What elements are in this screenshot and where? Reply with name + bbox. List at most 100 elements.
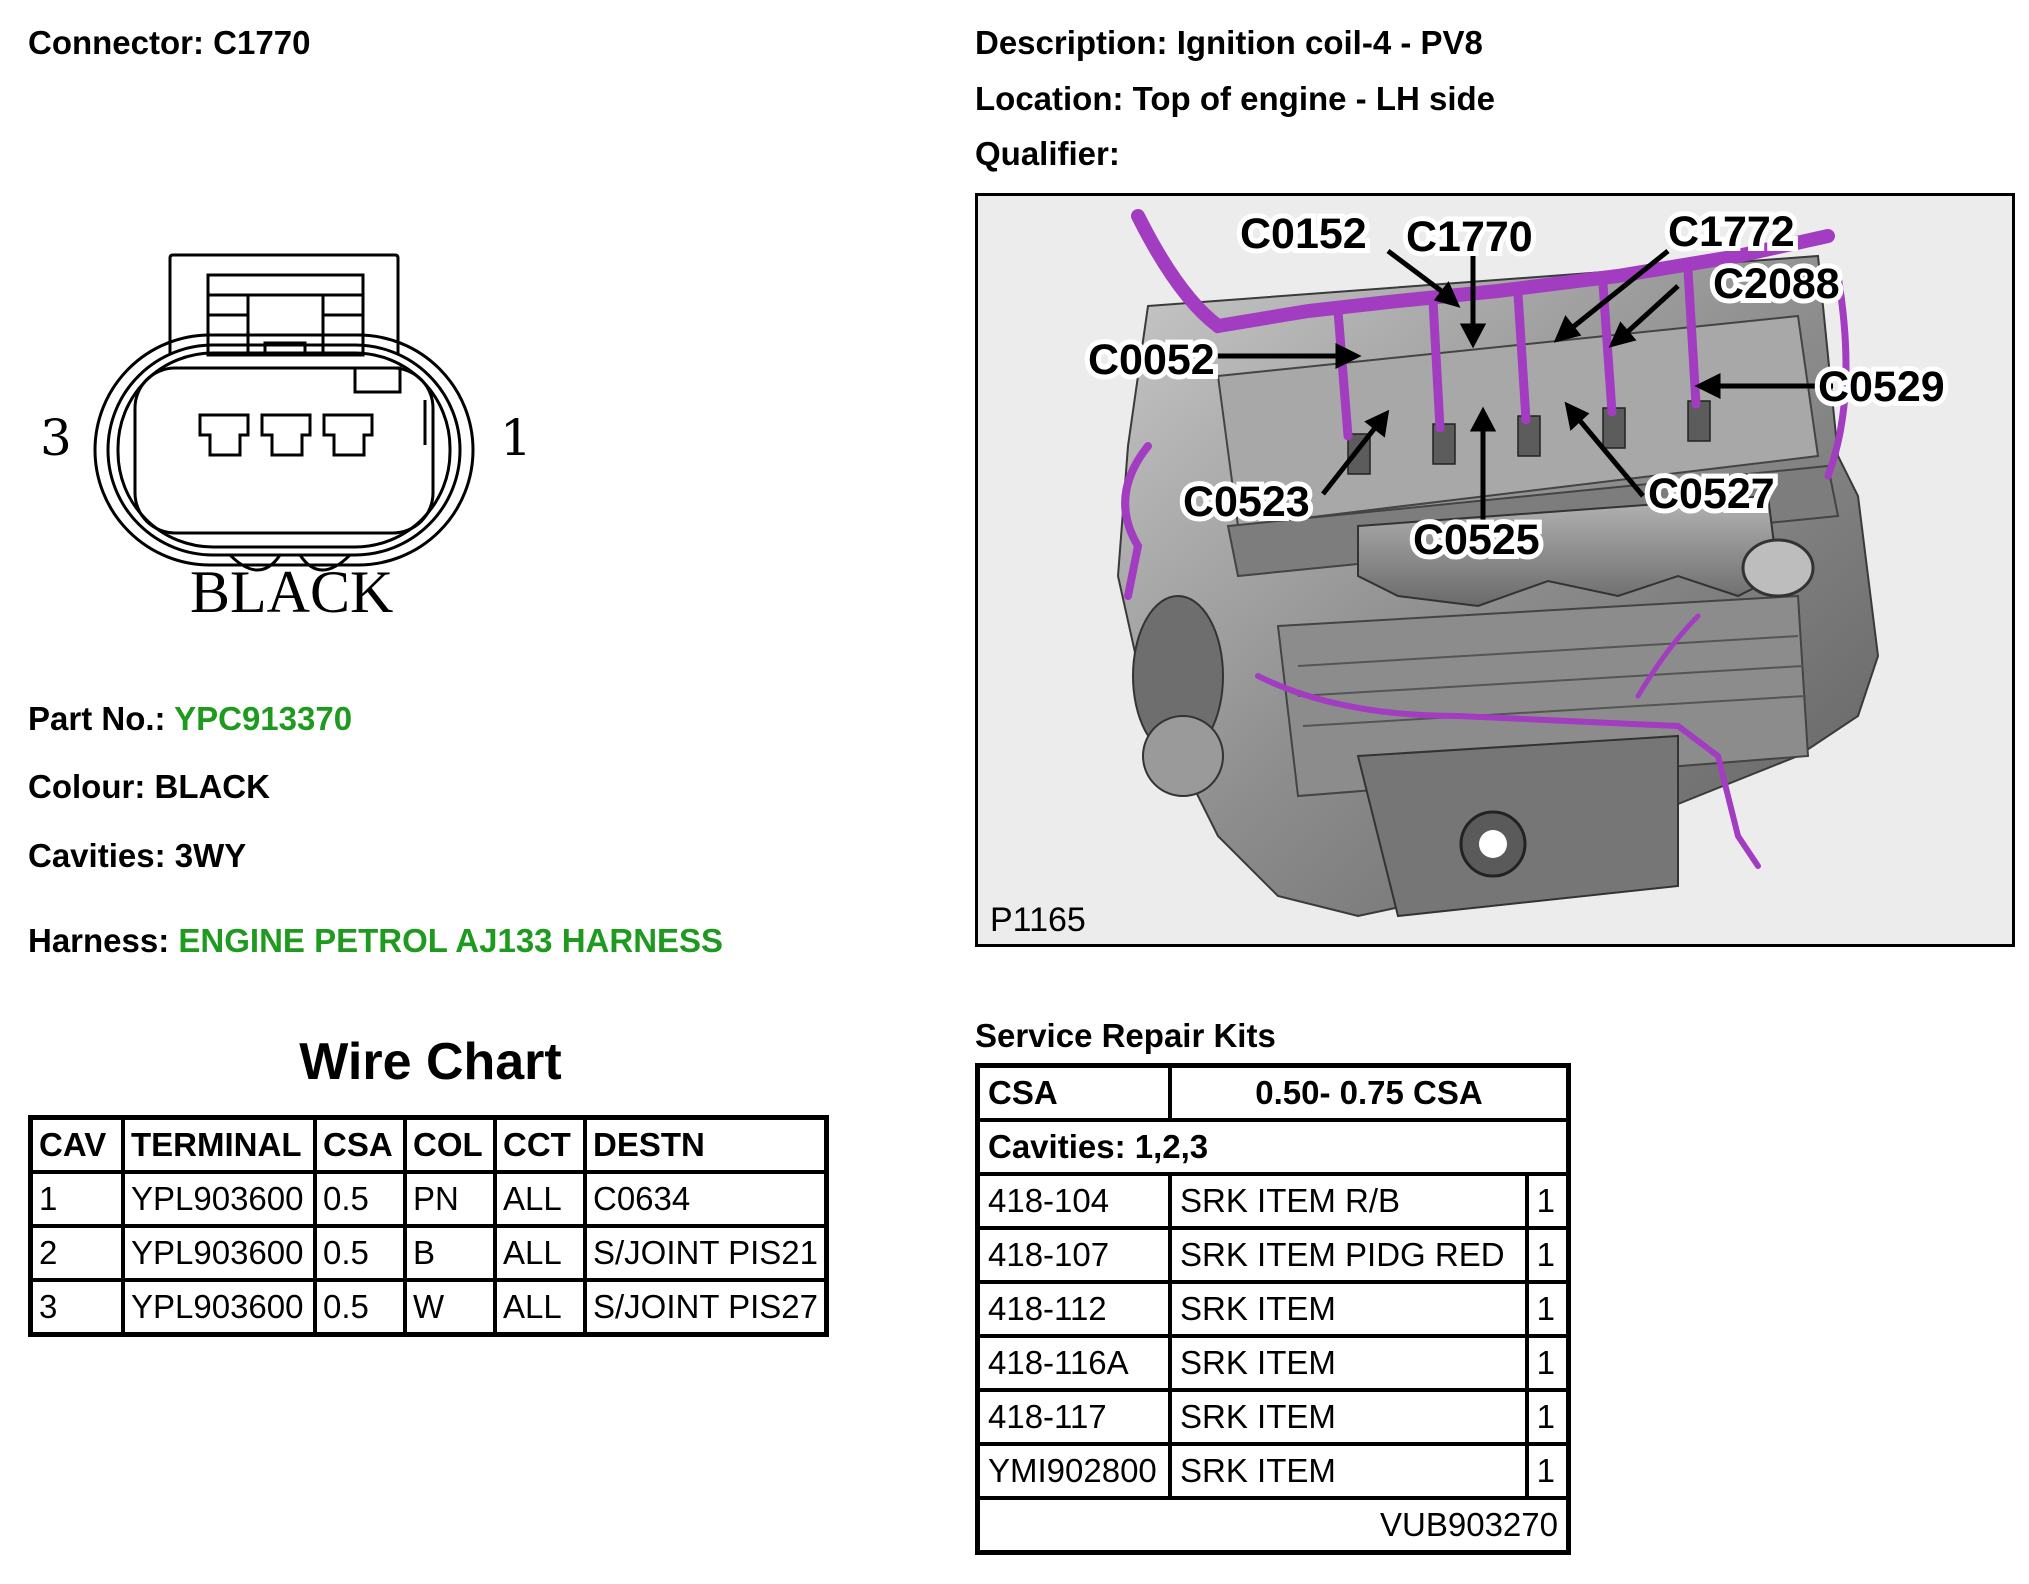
cell-cct: ALL	[493, 1170, 587, 1228]
kit-quantity: 1	[1524, 1388, 1571, 1446]
col-header-cct: CCT	[493, 1115, 587, 1174]
kit-part-number: 418-116A	[975, 1334, 1172, 1392]
kit-description: SRK ITEM PIDG RED	[1168, 1226, 1529, 1284]
cell-col: PN	[403, 1170, 497, 1228]
kit-part-number: 418-112	[975, 1280, 1172, 1338]
cavity-3	[198, 413, 250, 457]
table-row: 2 YPL903600 0.5 B ALL S/JOINT PIS21	[28, 1224, 829, 1282]
figure-reference: P1165	[990, 901, 1086, 939]
cell-terminal: YPL903600	[121, 1224, 317, 1282]
service-kits-title: Service Repair Kits	[975, 1017, 1276, 1054]
list-item: 418-116A SRK ITEM 1	[975, 1334, 1571, 1392]
part-no-label: Part No.:	[28, 700, 166, 737]
cell-csa: 0.5	[313, 1224, 407, 1282]
csa-row: CSA 0.50- 0.75 CSA	[975, 1063, 1571, 1122]
callout-c2088: C2088	[1713, 260, 1840, 308]
callout-c1770: C1770	[1406, 213, 1533, 261]
engine-block	[1116, 254, 1880, 918]
kit-quantity: 1	[1524, 1172, 1571, 1230]
connector-face-diagram: 3 1 BLACK	[40, 253, 532, 625]
colour-line: Colour: BLACK	[28, 768, 270, 806]
kit-description: SRK ITEM	[1168, 1442, 1529, 1500]
description-value: Ignition coil-4 - PV8	[1176, 24, 1483, 61]
callout-c0523: C0523	[1183, 478, 1310, 526]
cell-cct: ALL	[493, 1278, 587, 1337]
pin-label-left: 3	[40, 409, 72, 467]
colour-label: Colour:	[28, 768, 146, 805]
cavities-text: Cavities: 1,2,3	[975, 1118, 1571, 1176]
col-header-cav: CAV	[28, 1115, 125, 1174]
description-line: Description: Ignition coil-4 - PV8	[975, 24, 1483, 62]
qualifier-label: Qualifier:	[975, 135, 1120, 172]
col-header-csa: CSA	[313, 1115, 407, 1174]
kit-part-number: 418-104	[975, 1172, 1172, 1230]
list-item: 418-112 SRK ITEM 1	[975, 1280, 1571, 1338]
kit-description: SRK ITEM	[1168, 1388, 1529, 1446]
connector-id: C1770	[213, 24, 311, 61]
engine-illustration: C0152 C1770 C1772 C2088 C0052 C0529 C052…	[978, 196, 2012, 944]
qualifier-line: Qualifier:	[975, 135, 1120, 173]
kit-description: SRK ITEM	[1168, 1280, 1529, 1338]
cell-terminal: YPL903600	[121, 1278, 317, 1337]
callout-c0529: C0529	[1818, 363, 1945, 411]
wire-chart-table: CAV TERMINAL CSA COL CCT DESTN 1 YPL9036…	[28, 1115, 829, 1337]
cell-col: B	[403, 1224, 497, 1282]
pin-label-right: 1	[500, 409, 532, 467]
connector-label: Connector:	[28, 24, 204, 61]
csa-value: 0.50- 0.75 CSA	[1168, 1063, 1571, 1122]
service-kits-table: CSA 0.50- 0.75 CSA Cavities: 1,2,3 418-1…	[975, 1063, 1571, 1555]
kit-description: SRK ITEM R/B	[1168, 1172, 1529, 1230]
engine-location-figure: C0152 C1770 C1772 C2088 C0052 C0529 C052…	[975, 193, 2015, 947]
connector-colour-text: BLACK	[190, 559, 393, 625]
part-no-link[interactable]: YPC913370	[174, 700, 353, 737]
list-item: YMI902800 SRK ITEM 1	[975, 1442, 1571, 1500]
kit-footer-row: VUB903270	[975, 1496, 1571, 1555]
location-label: Location:	[975, 80, 1124, 117]
kit-quantity: 1	[1524, 1280, 1571, 1338]
cell-destn: S/JOINT PIS21	[582, 1224, 829, 1282]
cavity-2	[260, 413, 312, 457]
latch-housing	[168, 253, 400, 355]
list-item: 418-104 SRK ITEM R/B 1	[975, 1172, 1571, 1230]
kit-description: SRK ITEM	[1168, 1334, 1529, 1392]
cavities-line: Cavities: 3WY	[28, 837, 246, 875]
kit-part-number: 418-107	[975, 1226, 1172, 1284]
col-header-destn: DESTN	[582, 1115, 829, 1174]
callout-c0527: C0527	[1648, 470, 1775, 518]
cell-csa: 0.5	[313, 1278, 407, 1337]
callout-c0052: C0052	[1088, 336, 1215, 384]
cavities-value: 3WY	[174, 837, 247, 874]
table-row: 3 YPL903600 0.5 W ALL S/JOINT PIS27	[28, 1278, 829, 1337]
col-header-col: COL	[403, 1115, 497, 1174]
kit-quantity: 1	[1524, 1442, 1571, 1500]
description-label: Description:	[975, 24, 1168, 61]
cell-csa: 0.5	[313, 1170, 407, 1228]
kit-quantity: 1	[1524, 1226, 1571, 1284]
harness-routing	[1121, 209, 1850, 869]
cell-col: W	[403, 1278, 497, 1337]
location-line: Location: Top of engine - LH side	[975, 80, 1495, 118]
callout-c1772: C1772	[1668, 208, 1795, 256]
location-value: Top of engine - LH side	[1132, 80, 1496, 117]
wire-chart-header-row: CAV TERMINAL CSA COL CCT DESTN	[28, 1115, 829, 1174]
col-header-terminal: TERMINAL	[121, 1115, 317, 1174]
connector-body-outer	[93, 333, 475, 567]
list-item: 418-117 SRK ITEM 1	[975, 1388, 1571, 1446]
wire-chart-title: Wire Chart	[299, 1033, 562, 1091]
part-no-line: Part No.: YPC913370	[28, 700, 352, 738]
list-item: 418-107 SRK ITEM PIDG RED 1	[975, 1226, 1571, 1284]
cell-destn: S/JOINT PIS27	[582, 1278, 829, 1337]
connector-heading: Connector: C1770	[28, 24, 310, 62]
harness-link[interactable]: ENGINE PETROL AJ133 HARNESS	[178, 922, 724, 959]
cell-terminal: YPL903600	[121, 1170, 317, 1228]
cavity-1	[322, 413, 374, 457]
kit-reference: VUB903270	[975, 1496, 1571, 1555]
callout-arrows	[1218, 249, 1833, 526]
kit-part-number: 418-117	[975, 1388, 1172, 1446]
cell-cct: ALL	[493, 1224, 587, 1282]
table-row: 1 YPL903600 0.5 PN ALL C0634	[28, 1170, 829, 1228]
kit-part-number: YMI902800	[975, 1442, 1172, 1500]
csa-label: CSA	[975, 1063, 1172, 1122]
connector-body-inner	[133, 366, 435, 535]
colour-value: BLACK	[154, 768, 270, 805]
